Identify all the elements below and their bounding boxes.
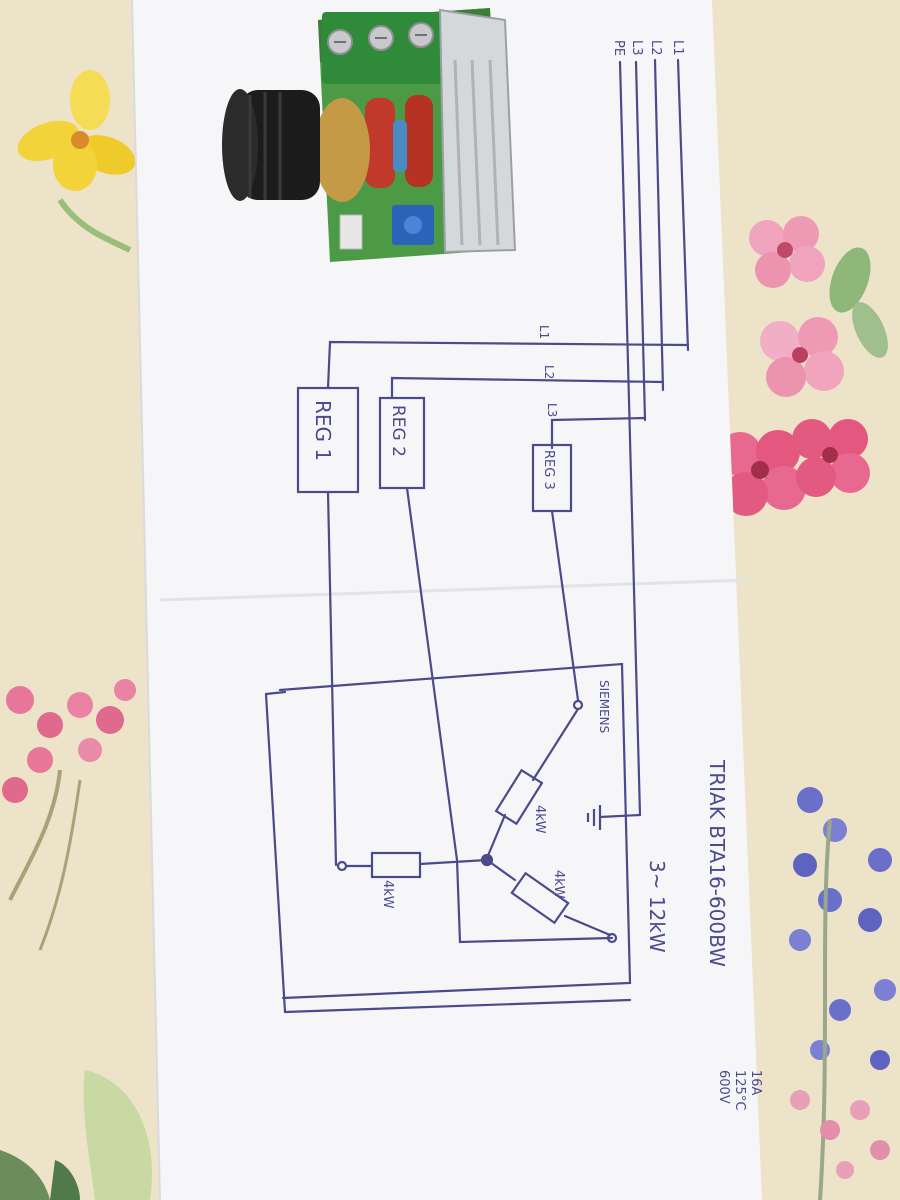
tablecloth-flowers bbox=[0, 70, 896, 1200]
ground-symbol-icon bbox=[586, 805, 602, 830]
triac-label: TRIAK BTA16-600BW bbox=[705, 759, 729, 967]
bus-label-l2: L2 bbox=[648, 40, 663, 56]
reg1-output-wire bbox=[326, 490, 338, 867]
yellow-flower-icon bbox=[17, 70, 136, 191]
capacitor bbox=[365, 98, 395, 188]
pe-ground-wire bbox=[598, 813, 642, 819]
resistor-right bbox=[510, 871, 570, 925]
reg1-label: REG 1 bbox=[311, 400, 335, 461]
triac-spec-voltage: 600V bbox=[716, 1070, 731, 1104]
branch-l1-wire bbox=[326, 340, 690, 390]
diagram-text: L1 L2 L3 PE L1 L2 L3 REG 1 REG 2 REG 3 S… bbox=[311, 40, 763, 1110]
reg3-label: REG 3 bbox=[541, 450, 556, 490]
resistor-right-label: 4kW bbox=[551, 870, 566, 899]
terminal-node bbox=[606, 932, 618, 944]
reg2-box bbox=[378, 396, 426, 490]
reg2-label: REG 2 bbox=[388, 405, 408, 457]
paper-sheet bbox=[131, 0, 762, 1200]
branch-label-l1: L1 bbox=[537, 325, 551, 339]
bus-line-l3 bbox=[634, 60, 647, 422]
reg2-output-wire bbox=[405, 486, 614, 944]
bus-line-l1 bbox=[676, 58, 690, 352]
bus-line-l2 bbox=[653, 58, 665, 392]
pink-flower-icon bbox=[760, 317, 844, 397]
triac-spec-current: 16A bbox=[748, 1070, 763, 1096]
pink-blossom-cluster-bottom bbox=[790, 1090, 890, 1179]
pink-flower-icon bbox=[749, 216, 825, 288]
branch-l3-wire bbox=[550, 416, 647, 450]
pink-flower-icon bbox=[792, 419, 870, 497]
circuit-diagram bbox=[264, 58, 690, 1014]
capacitor bbox=[405, 95, 433, 187]
heater-brand-label: SIEMENS bbox=[597, 680, 611, 733]
resistor-left bbox=[370, 851, 422, 879]
heater-enclosure bbox=[278, 662, 632, 1000]
resistor-top-label: 4kW bbox=[532, 805, 547, 834]
potentiometer bbox=[314, 98, 370, 202]
pink-blossom-cluster bbox=[2, 679, 136, 951]
bus-label-l3: L3 bbox=[629, 40, 644, 56]
resistor-top bbox=[494, 768, 544, 826]
blue-flower-cluster bbox=[789, 787, 896, 1200]
triac-spec-temp: 125°C bbox=[732, 1070, 747, 1110]
bus-label-l1: L1 bbox=[670, 40, 685, 56]
branch-label-l2: L2 bbox=[542, 365, 556, 379]
resistor-component bbox=[393, 120, 407, 172]
system-rating-label: 3~ 12kW bbox=[645, 860, 669, 953]
resistor-left-label: 4kW bbox=[380, 880, 395, 909]
branch-label-l3: L3 bbox=[545, 403, 559, 417]
branch-l2-wire bbox=[390, 376, 665, 400]
bus-line-pe bbox=[618, 60, 642, 817]
bus-label-pe: PE bbox=[611, 40, 626, 56]
leaf-icon bbox=[0, 1070, 152, 1200]
knob-icon bbox=[222, 89, 320, 201]
triac-dimmer-module bbox=[222, 8, 517, 262]
